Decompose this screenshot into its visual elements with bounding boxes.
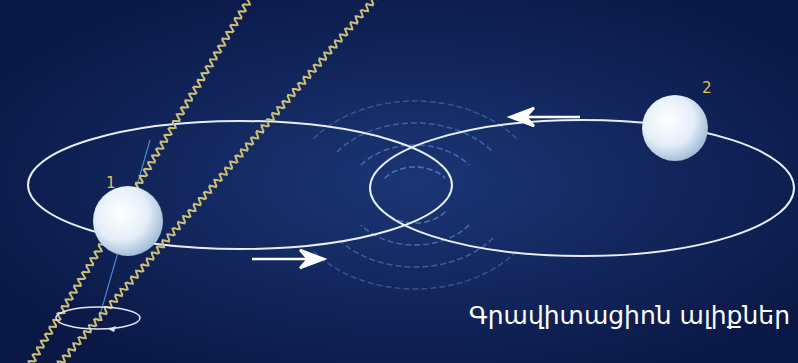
- wave-arc: [313, 251, 516, 289]
- wave-arc: [337, 238, 493, 267]
- wave-arc: [313, 101, 516, 139]
- orbit-arrow: [252, 250, 324, 268]
- wave-line: [56, 0, 379, 363]
- star: [93, 186, 163, 256]
- wave-arc: [385, 167, 446, 178]
- wave-arc: [337, 123, 493, 152]
- orbit: [28, 121, 452, 249]
- orbit: [370, 120, 794, 256]
- star: [642, 95, 708, 161]
- orbit-arrow: [510, 108, 580, 126]
- callout-number: 1: [106, 175, 116, 192]
- spin-arrow: [108, 326, 116, 332]
- caption: Գրավիտացիոն ալիքներ: [469, 302, 790, 330]
- gravitational-wave-lines: [28, 0, 379, 363]
- spin-ellipse: [56, 307, 140, 329]
- callout-number: 2: [702, 80, 712, 97]
